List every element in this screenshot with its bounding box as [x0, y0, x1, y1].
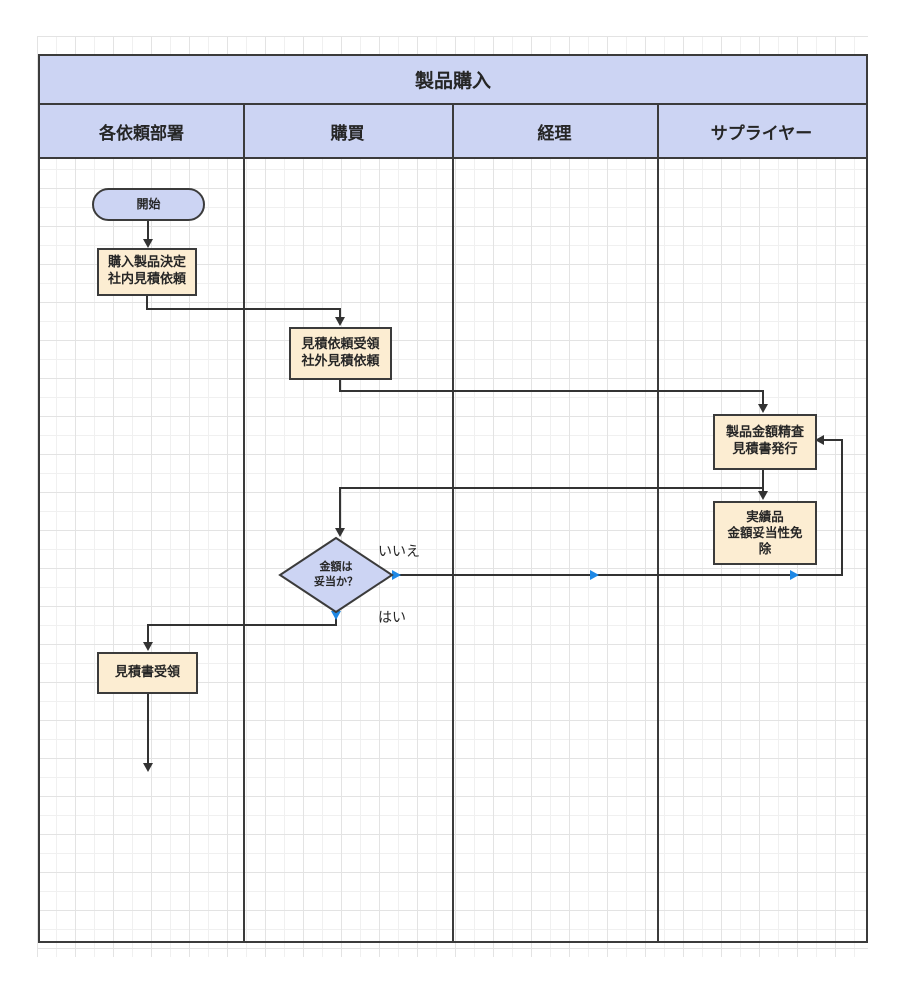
start-node[interactable]: 開始: [92, 188, 205, 221]
process-decide-purchase[interactable]: 購入製品決定 社内見積依頼: [97, 248, 197, 296]
lane-header-accounting: 経理: [452, 105, 657, 157]
lane-header-purchasing: 購買: [243, 105, 452, 157]
blue-direction-marker-icon: [331, 611, 341, 620]
edge-label-no: いいえ: [378, 544, 420, 560]
lane-header-supplier: サプライヤー: [657, 105, 866, 157]
lane-label: 各依頼部署: [99, 123, 184, 144]
arrowhead-down-icon: [143, 763, 153, 772]
edge-label-yes: はい: [378, 610, 406, 626]
process-price-validity-exemption[interactable]: 実績品 金額妥当性免 除: [713, 501, 817, 565]
process-scrutiny-issue-quote[interactable]: 製品金額精査 見積書発行: [713, 414, 817, 470]
arrowhead-down-icon: [143, 239, 153, 248]
diagram-title-bar: 製品購入: [40, 56, 866, 105]
arrowhead-down-icon: [335, 317, 345, 326]
arrowhead-down-icon: [335, 528, 345, 537]
arrowhead-left-icon: [815, 435, 824, 445]
lane-label: 購買: [330, 123, 365, 144]
lane-label: 経理: [537, 123, 572, 144]
edge-receive-request-to-scrutiny: [339, 380, 764, 405]
lane-label: サプライヤー: [710, 123, 813, 144]
edge-scrutiny-to-decision: [339, 487, 763, 529]
lane-divider-1: [243, 103, 245, 943]
blue-direction-marker-icon: [590, 570, 599, 580]
decision-diamond-shape[interactable]: [278, 536, 394, 614]
lane-divider-3: [657, 103, 659, 943]
edge-decision-no-loop: [394, 439, 843, 576]
process-receive-request[interactable]: 見積依頼受領 社外見積依頼: [289, 327, 392, 380]
process-receive-quote[interactable]: 見積書受領: [97, 652, 198, 694]
decision-label: 金額は 妥当か？: [314, 560, 358, 588]
arrowhead-down-icon: [758, 404, 768, 413]
arrowhead-down-icon: [143, 642, 153, 651]
lane-header-requesting-depts: 各依頼部署: [40, 105, 243, 157]
diagram-title: 製品購入: [414, 70, 491, 92]
arrowhead-down-icon: [758, 491, 768, 500]
blue-direction-marker-icon: [790, 570, 799, 580]
edge-decide-to-receive-request: [146, 296, 341, 318]
lane-divider-2: [452, 103, 454, 943]
edge-decision-yes: [147, 613, 337, 643]
blue-direction-marker-icon: [392, 570, 401, 580]
